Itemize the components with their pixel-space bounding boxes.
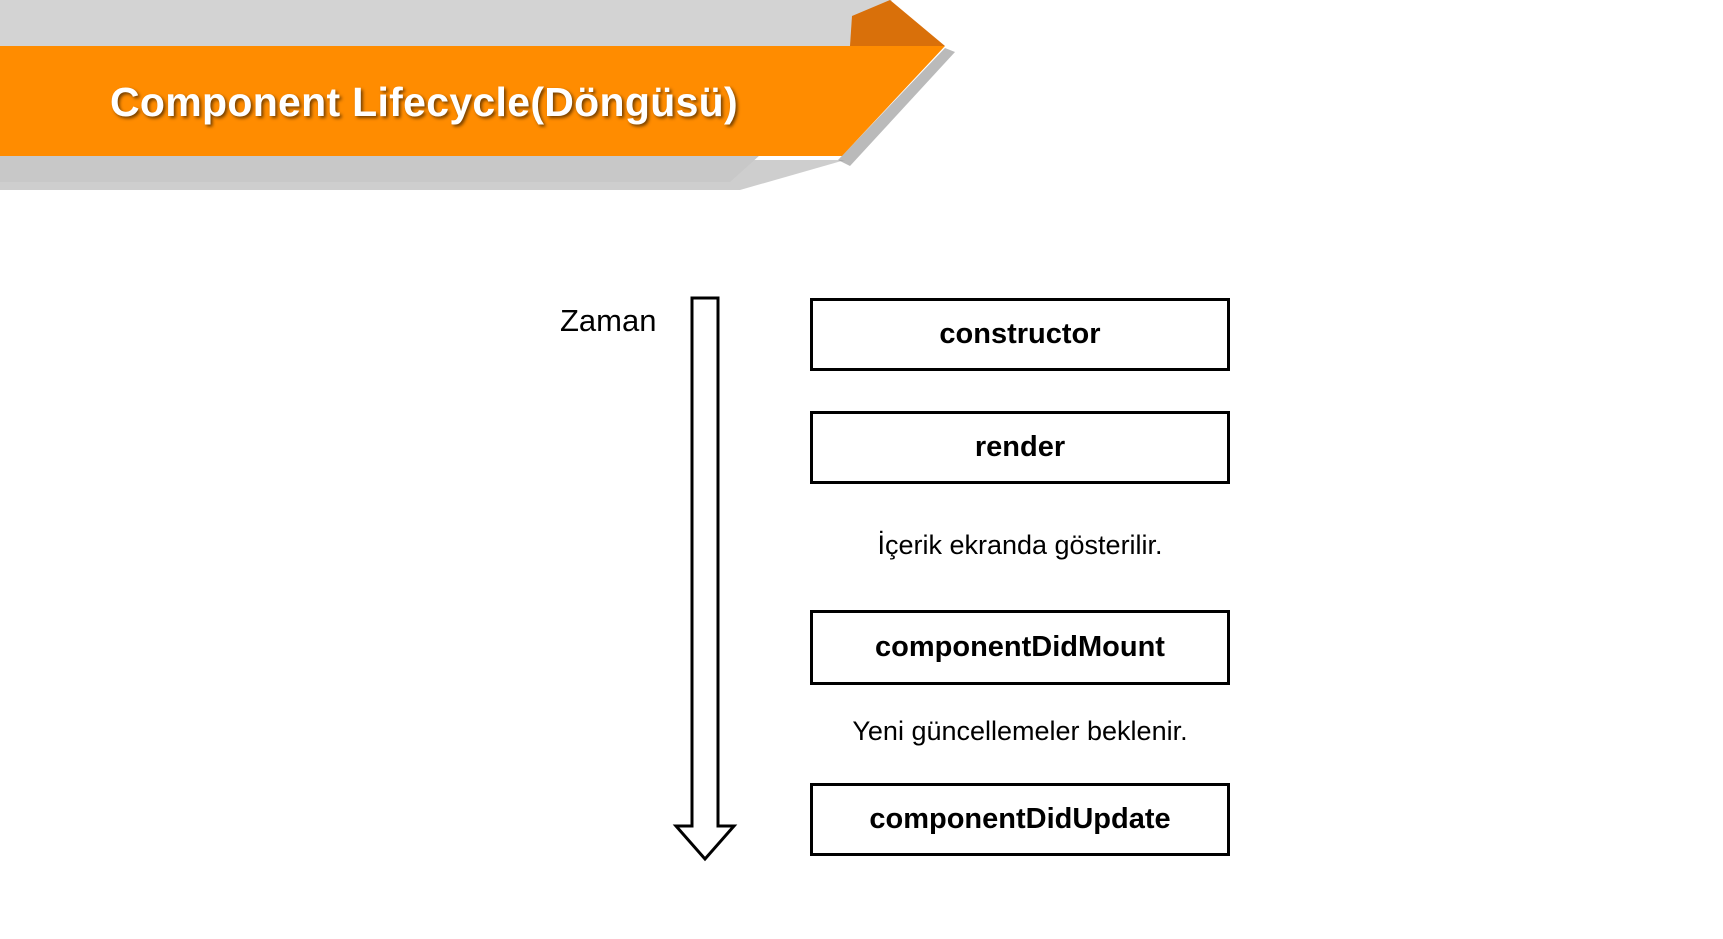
lifecycle-step-constructor: constructor	[810, 298, 1230, 371]
lifecycle-note-awaiting-updates: Yeni güncellemeler beklenir.	[852, 716, 1188, 746]
title-banner: Component Lifecycle(Döngüsü)	[0, 0, 1723, 200]
lifecycle-step-component-did-mount: componentDidMount	[810, 610, 1230, 685]
time-axis-label: Zaman	[560, 303, 657, 338]
lifecycle-step-component-did-update: componentDidUpdate	[810, 783, 1230, 856]
lifecycle-note-content-shown: İçerik ekranda gösterilir.	[877, 530, 1163, 560]
lifecycle-step-render: render	[810, 411, 1230, 484]
time-arrow-icon	[672, 296, 738, 862]
banner-shape	[0, 0, 955, 190]
slide-title: Component Lifecycle(Döngüsü)	[110, 79, 738, 125]
